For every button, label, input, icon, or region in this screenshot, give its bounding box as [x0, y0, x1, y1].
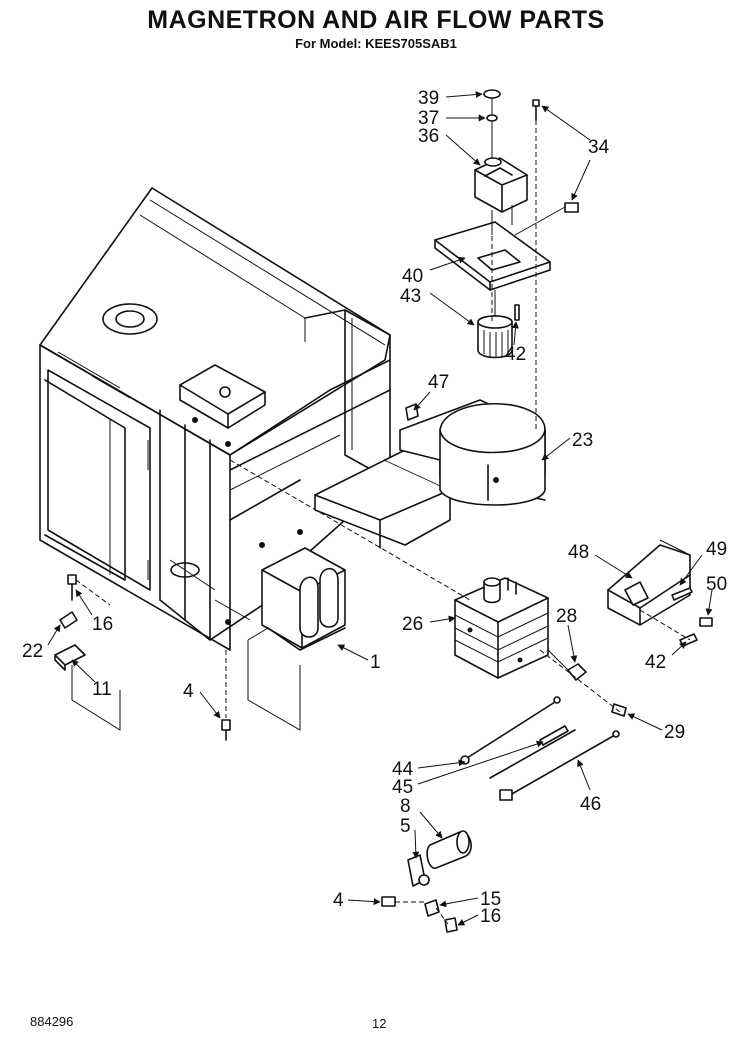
- callout-4-left: 4: [183, 681, 194, 702]
- leader-lines: [47, 91, 713, 926]
- thermal-cutout-28: [547, 649, 627, 717]
- page-number: 12: [372, 1016, 387, 1031]
- document-number: 884296: [30, 1014, 74, 1029]
- wire-harness-44-45-46: [460, 696, 620, 801]
- callout-42-bracket: 42: [645, 652, 666, 673]
- callout-36: 36: [418, 126, 439, 147]
- fan-motor-assembly: [434, 89, 579, 430]
- callout-49: 49: [706, 539, 727, 560]
- callout-11: 11: [92, 679, 112, 700]
- cabinet-assembly: [39, 187, 391, 651]
- magnetron-part-26: [454, 577, 549, 679]
- callout-37: 37: [418, 108, 439, 129]
- callout-42-fan: 42: [505, 344, 526, 365]
- callout-50: 50: [706, 574, 727, 595]
- fuse-holder-assembly: [54, 574, 121, 731]
- bracket-assembly-48: [607, 539, 713, 647]
- callout-16-bottom: 16: [480, 906, 501, 927]
- page-title: MAGNETRON AND AIR FLOW PARTS: [147, 6, 605, 34]
- callout-29: 29: [664, 722, 685, 743]
- fasteners: [221, 403, 419, 741]
- callout-15: 15: [480, 889, 501, 910]
- callout-labels: 39 37 36 34 40 43 42 47 23 48 49 50 42 2…: [22, 88, 727, 927]
- callout-4-bottom: 4: [333, 890, 344, 911]
- callout-8: 8: [400, 796, 411, 817]
- callout-46: 46: [580, 794, 601, 815]
- callout-22: 22: [22, 641, 43, 662]
- callout-40: 40: [402, 266, 423, 287]
- callout-47: 47: [428, 372, 449, 393]
- callout-26: 26: [402, 614, 423, 635]
- callout-28: 28: [556, 606, 577, 627]
- callout-45: 45: [392, 777, 413, 798]
- callout-16-left: 16: [92, 614, 113, 635]
- assembly-guide-lines: [75, 212, 691, 925]
- callout-39: 39: [418, 88, 439, 109]
- model-subtitle: For Model: KEES705SAB1: [295, 36, 457, 51]
- callout-23: 23: [572, 430, 593, 451]
- callout-43: 43: [400, 286, 421, 307]
- capacitor-assembly-8: [381, 830, 472, 933]
- callout-5: 5: [400, 816, 411, 837]
- air-duct-assembly: [314, 399, 546, 549]
- callout-34: 34: [588, 137, 610, 158]
- callout-44: 44: [392, 759, 414, 780]
- callout-1: 1: [370, 652, 381, 673]
- transformer-part-1: [247, 547, 346, 731]
- callout-48: 48: [568, 542, 589, 563]
